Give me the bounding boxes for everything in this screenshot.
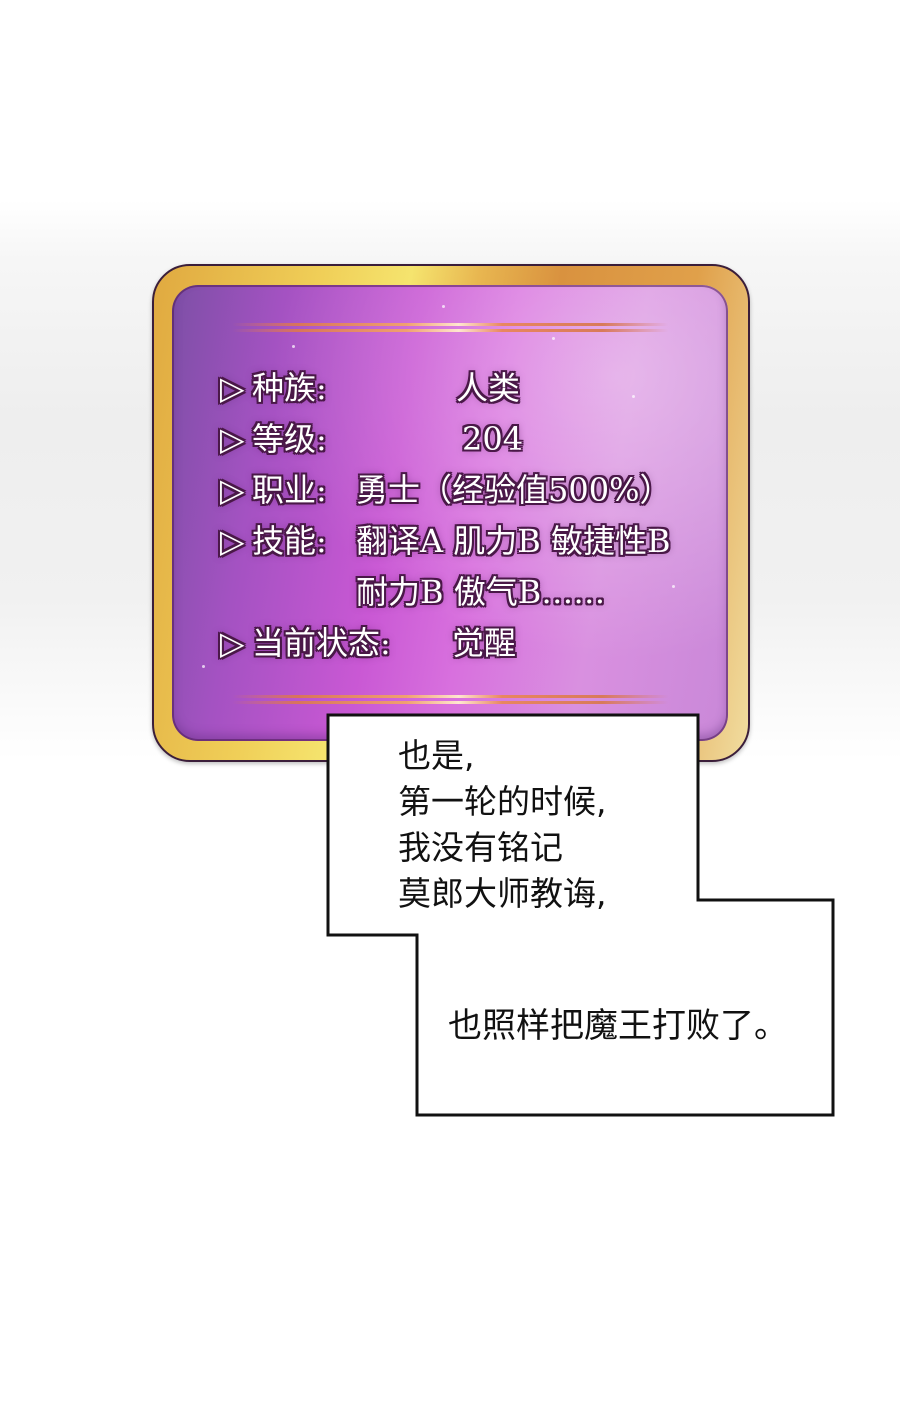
status-row-race: ▷种族: 人类: [220, 363, 520, 414]
status-value: 204: [462, 420, 524, 458]
speech-line: 我没有铭记: [398, 828, 563, 867]
triangle-bullet-icon: ▷: [220, 522, 245, 560]
status-value: 耐力B 傲气B……: [356, 573, 606, 611]
speech-line: 也是,: [398, 736, 475, 775]
sparkle-decoration: [632, 395, 635, 398]
status-value: 勇士（经验值500%）: [356, 471, 672, 509]
sparkle-decoration: [672, 585, 675, 588]
status-panel: ▷种族: 人类 ▷等级: 204 ▷职业: 勇士（经验值500%） ▷技能: 翻…: [152, 264, 750, 762]
decorative-divider-top: [232, 323, 668, 332]
sparkle-decoration: [292, 345, 295, 348]
triangle-bullet-icon: ▷: [220, 471, 245, 509]
speech-bubble-top-text: 也是, 第一轮的时候, 我没有铭记 莫郎大师教诲,: [398, 733, 607, 917]
status-value: 人类: [456, 369, 521, 407]
status-label: 当前状态:: [252, 624, 391, 662]
status-value: 觉醒: [452, 624, 517, 662]
speech-line: 莫郎大师教诲,: [398, 874, 607, 913]
status-row-level: ▷等级: 204: [220, 414, 523, 465]
sparkle-decoration: [202, 665, 205, 668]
speech-bubble-bottom-text: 也照样把魔王打败了。: [448, 1006, 788, 1046]
speech-line: 第一轮的时候,: [398, 782, 607, 821]
status-label: 等级:: [252, 420, 327, 458]
sparkle-decoration: [552, 337, 555, 340]
status-list: ▷种族: 人类 ▷等级: 204 ▷职业: 勇士（经验值500%） ▷技能: 翻…: [220, 363, 672, 669]
triangle-bullet-icon: ▷: [220, 624, 245, 662]
status-row-skills: ▷技能: 翻译A 肌力B 敏捷性B: [220, 516, 671, 567]
status-value: 翻译A 肌力B 敏捷性B: [356, 522, 671, 560]
status-label: 技能:: [252, 522, 327, 560]
sparkle-decoration: [442, 305, 445, 308]
status-row-class: ▷职业: 勇士（经验值500%）: [220, 465, 672, 516]
status-panel-inner: ▷种族: 人类 ▷等级: 204 ▷职业: 勇士（经验值500%） ▷技能: 翻…: [172, 285, 728, 741]
status-row-skills-continued: 耐力B 傲气B……: [220, 567, 605, 618]
status-row-state: ▷当前状态: 觉醒: [220, 618, 516, 669]
triangle-bullet-icon: ▷: [220, 369, 245, 407]
triangle-bullet-icon: ▷: [220, 420, 245, 458]
status-label: 种族:: [252, 369, 327, 407]
status-label: 职业:: [252, 471, 327, 509]
decorative-divider-bottom: [232, 695, 668, 704]
